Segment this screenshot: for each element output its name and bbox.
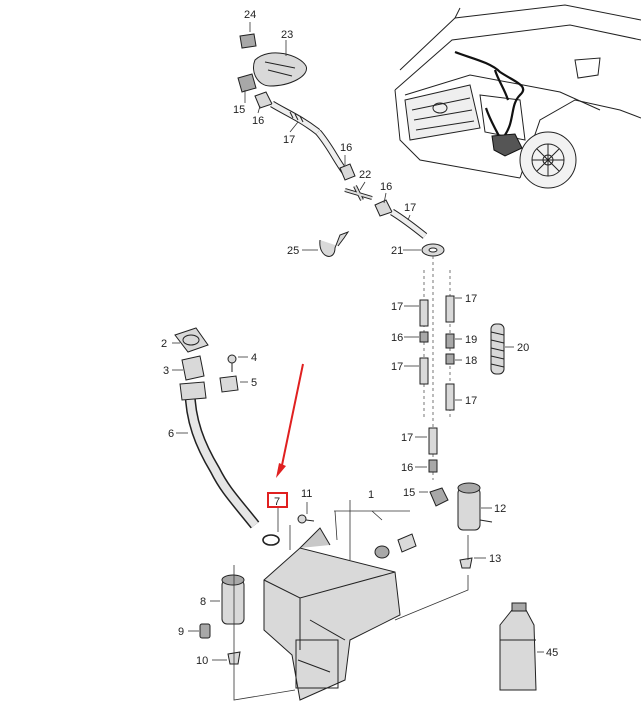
callout-12: 12	[494, 503, 506, 515]
part-20-hose-section	[490, 323, 505, 375]
callout-16-col-l: 16	[391, 332, 403, 344]
part-24-cap	[239, 33, 257, 49]
hose-top-lower	[390, 209, 428, 239]
part-5-bracket	[219, 375, 239, 393]
part-45-fluid-bottle	[499, 602, 537, 691]
callout-16-top: 16	[252, 115, 264, 127]
part-4-screw	[227, 354, 237, 372]
part-6-filler-pipe	[179, 381, 260, 529]
part-3-filler-neck-top	[181, 355, 205, 381]
hose-top-upper	[270, 101, 321, 135]
callout-17-col-r2: 17	[465, 395, 477, 407]
callout-24: 24	[244, 9, 256, 21]
highlight-box-part-7	[267, 492, 288, 508]
part-2-filler-cap	[174, 327, 209, 353]
callout-17-col-l2: 17	[391, 361, 403, 373]
part-12-washer-pump	[457, 482, 493, 531]
part-21-grommet	[421, 243, 445, 257]
vertical-hose-column	[419, 256, 455, 507]
part-22-t-piece	[344, 185, 373, 201]
callout-16-right: 16	[380, 181, 392, 193]
part-16-sleeve-right	[374, 199, 393, 217]
part-13-grommet	[459, 557, 473, 569]
callout-16-lower: 16	[401, 462, 413, 474]
callout-17-col-l1: 17	[391, 301, 403, 313]
part-25-clip	[319, 230, 350, 257]
callout-3: 3	[163, 365, 169, 377]
callout-19: 19	[465, 334, 477, 346]
part-16-sleeve-top	[254, 91, 273, 109]
assembly-lines	[233, 500, 469, 701]
part-7-seal-ring	[262, 534, 280, 546]
callout-18: 18	[465, 355, 477, 367]
callout-8: 8	[200, 596, 206, 608]
callout-7: 7	[274, 496, 280, 508]
callout-25: 25	[287, 245, 299, 257]
callout-1: 1	[368, 489, 374, 501]
callout-23: 23	[281, 29, 293, 41]
highlight-arrow	[276, 363, 304, 478]
callout-leaders	[172, 22, 544, 661]
callout-10: 10	[196, 655, 208, 667]
part-8-washer-pump	[221, 574, 245, 625]
callout-20: 20	[517, 342, 529, 354]
callout-9: 9	[178, 626, 184, 638]
callout-2: 2	[161, 338, 167, 350]
part-9-plug	[199, 623, 211, 639]
callout-15-top: 15	[233, 104, 245, 116]
part-15-connector-top	[237, 73, 257, 93]
callout-4: 4	[251, 352, 257, 364]
callout-6: 6	[168, 428, 174, 440]
callout-45: 45	[546, 647, 558, 659]
part-11-screw	[297, 514, 315, 524]
callout-labels: 24 23 15 16 17 16 22 16 17 25 21 17 16 1…	[161, 9, 558, 667]
callout-22: 22	[359, 169, 371, 181]
part-1-reservoir	[263, 527, 401, 701]
part-16-sleeve-mid	[339, 163, 356, 181]
callout-13: 13	[489, 553, 501, 565]
part-1-grommet-pieces	[374, 533, 417, 559]
vehicle-illustration	[394, 4, 641, 189]
callout-17-right: 17	[404, 202, 416, 214]
callout-5: 5	[251, 377, 257, 389]
callout-17-col-r1: 17	[465, 293, 477, 305]
callout-15-lower: 15	[403, 487, 415, 499]
callout-17-top: 17	[283, 134, 295, 146]
callout-17-lower: 17	[401, 432, 413, 444]
callout-16-mid: 16	[340, 142, 352, 154]
callout-11: 11	[301, 488, 312, 500]
callout-21: 21	[391, 245, 403, 257]
part-23-jet-housing	[253, 52, 307, 87]
